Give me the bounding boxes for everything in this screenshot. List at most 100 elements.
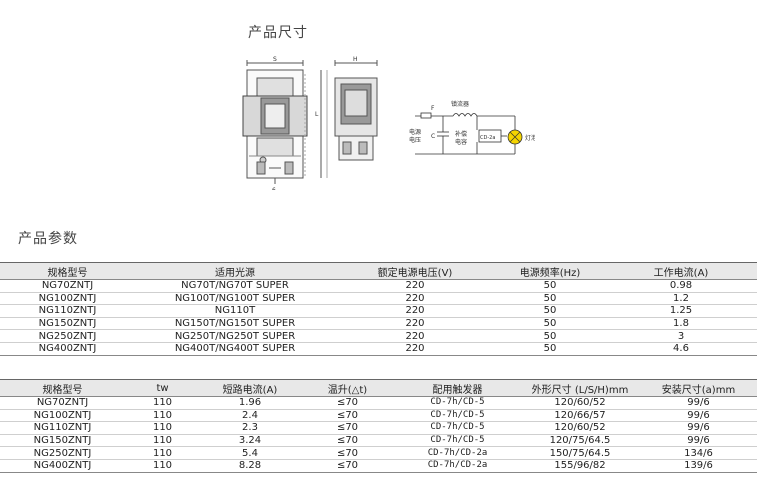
table-cell: 220: [405, 280, 425, 292]
table-cell: 110: [152, 460, 173, 472]
table-cell: 1.96: [238, 397, 262, 409]
table-cell: NG400ZNTJ: [33, 460, 92, 472]
table-cell: 50: [543, 318, 557, 330]
table-cell: 134/6: [684, 447, 713, 459]
fuse-label: F: [431, 105, 435, 112]
table2-header: 短路电流(A): [222, 384, 278, 396]
table-cell: 220: [405, 292, 425, 304]
params-table-1: 规格型号 适用光源 额定电源电压(V) 电源频率(Hz) 工作电流(A) NG7…: [0, 262, 757, 356]
table-cell: NG100ZNTJ: [38, 292, 97, 304]
table-cell: 120/60/52: [554, 422, 606, 434]
voltage-label-line1: 电源: [409, 128, 421, 136]
table-cell: NG100T/NG100T SUPER: [174, 292, 296, 304]
table2-header: 安装尺寸(a)mm: [661, 384, 736, 396]
table-cell: 220: [405, 305, 425, 317]
table-cell: CD-7h/CD-5: [430, 409, 485, 420]
table-cell: ≤70: [336, 447, 359, 459]
table-cell: 110: [152, 422, 173, 434]
table2-header: tw: [156, 382, 169, 394]
table-cell: 110: [152, 435, 173, 447]
table-cell: 220: [405, 330, 425, 342]
table-cell: NG400ZNTJ: [38, 343, 97, 355]
table-row: NG250ZNTJ NG250T/NG250T SUPER 220 50 3: [0, 330, 757, 343]
front-view-drawing: [242, 60, 308, 184]
table-cell: CD-7h/CD-2a: [427, 447, 488, 458]
table-cell: NG150T/NG150T SUPER: [174, 318, 296, 330]
table2-header: 配用触发器: [432, 384, 483, 396]
table-row: NG70ZNTJ NG70T/NG70T SUPER 220 50 0.98: [0, 280, 757, 293]
capacitor-label-line1: 补偿: [455, 130, 467, 138]
table1-header: 规格型号: [47, 267, 88, 279]
table-cell: 99/6: [687, 397, 710, 409]
table-cell: 120/75/64.5: [549, 435, 611, 447]
table-cell: NG150ZNTJ: [33, 435, 92, 447]
circuit-diagram: [415, 112, 516, 155]
table-cell: NG150ZNTJ: [38, 318, 97, 330]
table-cell: 2.3: [242, 422, 258, 434]
table1-header: 电源频率(Hz): [519, 267, 581, 279]
table-cell: NG100ZNTJ: [33, 409, 92, 421]
table-cell: NG110ZNTJ: [33, 422, 92, 434]
table-cell: 110: [152, 447, 173, 459]
table2-header: 温升(△t): [327, 384, 368, 396]
section-title-dimensions: 产品尺寸: [248, 25, 308, 41]
table-row: NG100ZNTJ NG100T/NG100T SUPER 220 50 1.2: [0, 292, 757, 305]
table-cell: 1.2: [673, 292, 689, 304]
capacitor-label-line2: 电容: [455, 138, 467, 146]
table-cell: 3: [677, 330, 685, 342]
table-cell: 150/75/64.5: [549, 447, 611, 459]
side-view-drawing: [320, 60, 378, 178]
table1-header-row: 规格型号 适用光源 额定电源电压(V) 电源频率(Hz) 工作电流(A): [0, 262, 757, 280]
table-cell: 110: [152, 409, 173, 421]
table-cell: CD-7h/CD-5: [430, 422, 485, 433]
dim-6-label: 6: [272, 187, 276, 190]
table-cell: NG70T/NG70T SUPER: [181, 280, 289, 292]
table-cell: 0.98: [669, 280, 693, 292]
table2-header-row: 规格型号 tw 短路电流(A) 温升(△t) 配用触发器 外形尺寸 (L/S/H…: [0, 379, 757, 397]
lamp-label: 灯泡: [525, 134, 535, 142]
table-cell: 1.25: [669, 305, 693, 317]
table2-header: 规格型号: [42, 384, 83, 396]
params-table-2: 规格型号 tw 短路电流(A) 温升(△t) 配用触发器 外形尺寸 (L/S/H…: [0, 379, 757, 473]
table1-header: 适用光源: [215, 267, 255, 279]
table1-header: 额定电源电压(V): [377, 267, 453, 279]
ignitor-label: CD-2a: [480, 135, 495, 141]
table-cell: NG400T/NG400T SUPER: [174, 343, 296, 355]
table-cell: NG250T/NG250T SUPER: [174, 330, 296, 342]
table-cell: 139/6: [684, 460, 713, 472]
table-row: NG150ZNTJ NG150T/NG150T SUPER 220 50 1.8: [0, 317, 757, 330]
table-cell: 50: [543, 292, 557, 304]
table-cell: ≤70: [336, 422, 359, 434]
table-cell: 50: [543, 280, 557, 292]
table-cell: 99/6: [687, 409, 710, 421]
table2-header: 外形尺寸 (L/S/H)mm: [531, 384, 629, 396]
table-cell: 110: [152, 397, 173, 409]
table-cell: ≤70: [336, 409, 359, 421]
table-cell: ≤70: [336, 460, 359, 472]
table-cell: CD-7h/CD-2a: [427, 460, 488, 471]
table-cell: 99/6: [687, 435, 710, 447]
table-cell: 50: [543, 330, 557, 342]
ballast-label: 镇流器: [451, 100, 469, 108]
table-cell: NG70ZNTJ: [41, 280, 94, 292]
table-cell: NG110T: [214, 305, 256, 317]
table-cell: 50: [543, 343, 557, 355]
table-cell: CD-7h/CD-5: [430, 435, 485, 446]
table-cell: NG110ZNTJ: [38, 305, 97, 317]
table-cell: NG250ZNTJ: [38, 330, 97, 342]
table-cell: 220: [405, 343, 425, 355]
section-title-parameters: 产品参数: [18, 231, 78, 247]
table-cell: 3.24: [238, 435, 262, 447]
product-diagram: S 6 L H F 镇流器 电源 电压 C 补偿 电: [242, 56, 535, 190]
capacitor-c-label: C: [431, 133, 435, 140]
table-cell: 220: [405, 318, 425, 330]
table-cell: 5.4: [242, 447, 258, 459]
table-cell: 1.8: [673, 318, 689, 330]
table-cell: ≤70: [336, 397, 359, 409]
